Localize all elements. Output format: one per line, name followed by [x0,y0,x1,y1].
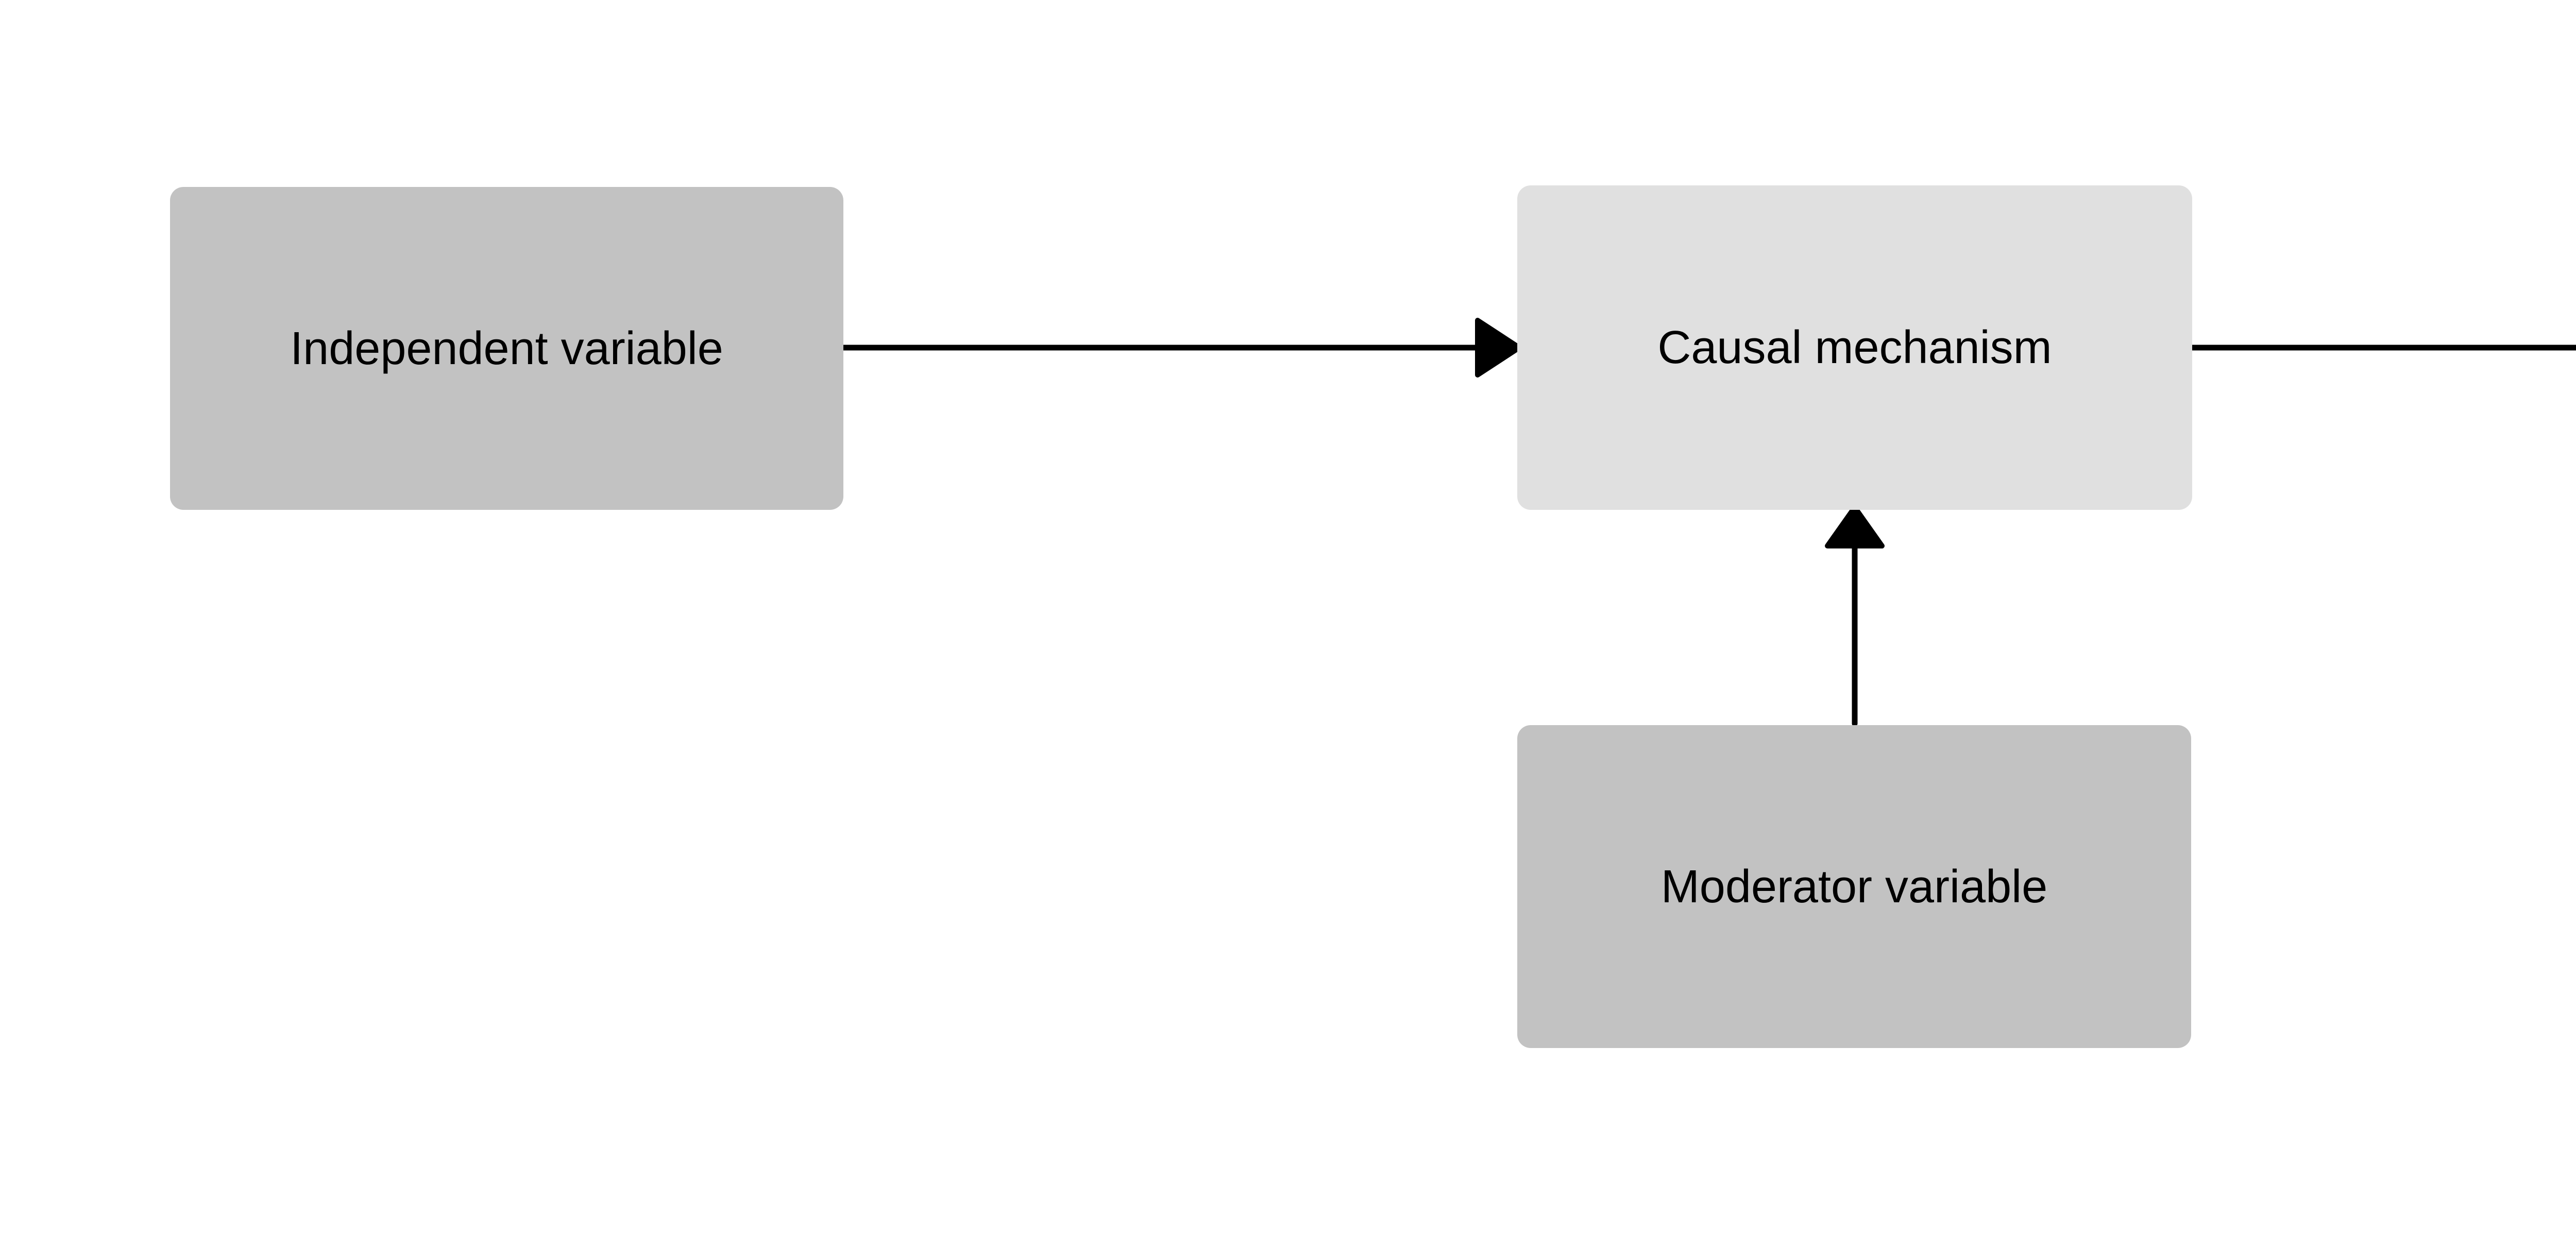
arrowhead-icon [1475,318,1522,377]
node-label: Moderator variable [1660,861,2048,913]
node-independent-variable[interactable]: Independent variable [170,187,843,510]
node-moderator-variable[interactable]: Moderator variable [1517,725,2191,1048]
edge-iv-to-mechanism [838,318,1522,377]
node-label: Independent variable [290,322,723,374]
edge-moderator-to-mechanism [1825,505,1885,727]
node-label: Causal mechanism [1657,322,2052,373]
node-causal-mechanism[interactable]: Causal mechanism [1517,185,2192,510]
edge-mechanism-to-dv [2187,345,2576,351]
arrowhead-icon [1825,505,1885,548]
